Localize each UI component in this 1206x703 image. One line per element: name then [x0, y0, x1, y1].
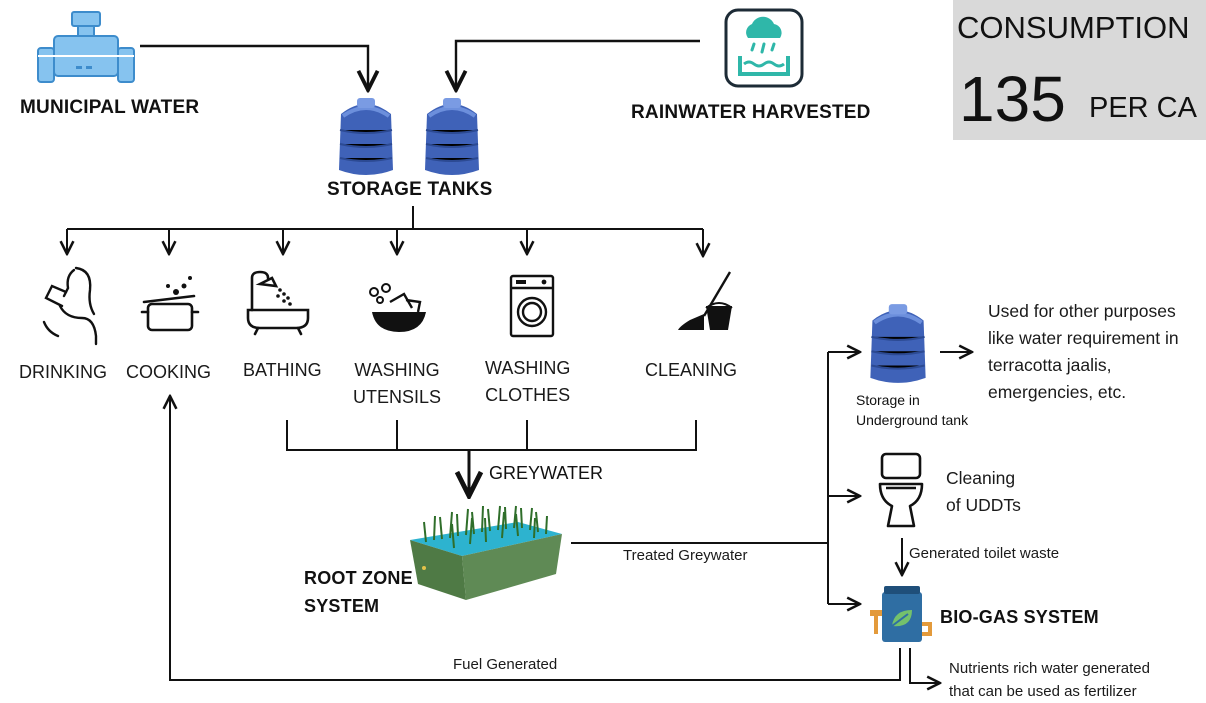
municipal-to-tank-arrow: [140, 44, 368, 90]
underground-line-1: Storage in: [856, 392, 920, 408]
drinking-label: DRINKING: [19, 362, 108, 382]
washing-utensils-icon: [369, 283, 426, 332]
rain-harvest-icon: [724, 8, 804, 88]
cooking-label: COOKING: [126, 362, 212, 382]
other-purposes-line-3: terracotta jaalis,: [988, 355, 1112, 375]
cleaning-mop-bucket-icon: [678, 271, 733, 330]
washing-utensils-line-1: WASHING: [354, 360, 440, 380]
underground-line-2: Underground tank: [856, 412, 969, 428]
biogas-system-label: BIO-GAS SYSTEM: [940, 607, 1099, 627]
washing-machine-icon: [509, 274, 555, 338]
cleaning-label: CLEANING: [645, 360, 738, 380]
other-purposes-text: Used for other purposes like water requi…: [988, 298, 1206, 406]
consumption-title: CONSUMPTION: [957, 10, 1190, 45]
uddt-line-2: of UDDTs: [946, 495, 1021, 515]
underground-tank-icon: [870, 304, 926, 383]
nutrients-line-1: Nutrients rich water generated: [949, 660, 1150, 677]
greywater-collection-bracket: [286, 420, 697, 451]
consumption-panel: CONSUMPTION 135 PER CA: [953, 0, 1206, 140]
underground-tank-label: Storage in Underground tank: [856, 390, 968, 430]
washing-utensils-label: WASHING UTENSILS: [353, 357, 441, 411]
root-zone-line-2: SYSTEM: [304, 596, 380, 616]
storage-tank-icon: [425, 98, 479, 175]
bathing-label: BATHING: [243, 360, 322, 380]
storage-tanks-label: STORAGE TANKS: [327, 179, 493, 200]
fuel-generated-label: Fuel Generated: [453, 656, 558, 673]
nutrients-arrow: [909, 648, 940, 683]
root-zone-bed-icon: [410, 505, 562, 600]
other-purposes-line-1: Used for other purposes: [988, 301, 1176, 321]
washing-clothes-label: WASHING CLOTHES: [485, 355, 570, 409]
consumption-unit: PER CA: [1089, 92, 1197, 124]
washing-utensils-line-2: UTENSILS: [353, 387, 442, 407]
pipe-icon: [37, 11, 135, 83]
uddt-cleaning-text: Cleaning of UDDTs: [946, 465, 1021, 519]
other-purposes-line-4: emergencies, etc.: [988, 382, 1127, 402]
cooking-pot-icon: [140, 276, 200, 332]
other-purposes-line-2: like water requirement in: [988, 328, 1179, 348]
drinking-person-icon: [42, 266, 98, 346]
rainwater-to-tank-arrow: [456, 39, 700, 90]
nutrients-text: Nutrients rich water generated that can …: [949, 657, 1150, 703]
municipal-water-label: MUNICIPAL WATER: [20, 97, 200, 118]
treated-greywater-label: Treated Greywater: [623, 547, 748, 564]
toilet-icon: [878, 452, 924, 528]
nutrients-line-2: that can be used as fertilizer: [949, 683, 1137, 700]
root-zone-label: ROOT ZONE SYSTEM: [304, 564, 413, 620]
washing-clothes-line-1: WASHING: [485, 358, 571, 378]
rainwater-harvested-label: RAINWATER HARVESTED: [631, 102, 871, 123]
toilet-waste-label: Generated toilet waste: [909, 545, 1060, 562]
consumption-value: 135: [959, 63, 1066, 135]
root-zone-line-1: ROOT ZONE: [304, 568, 413, 588]
biogas-plant-icon: [870, 586, 932, 642]
bathtub-shower-icon: [246, 270, 310, 336]
storage-tank-icon: [339, 98, 393, 175]
uddt-line-1: Cleaning: [946, 468, 1016, 488]
greywater-label: GREYWATER: [489, 463, 604, 483]
fuel-return-arrow: [170, 396, 901, 681]
washing-clothes-line-2: CLOTHES: [485, 385, 571, 405]
